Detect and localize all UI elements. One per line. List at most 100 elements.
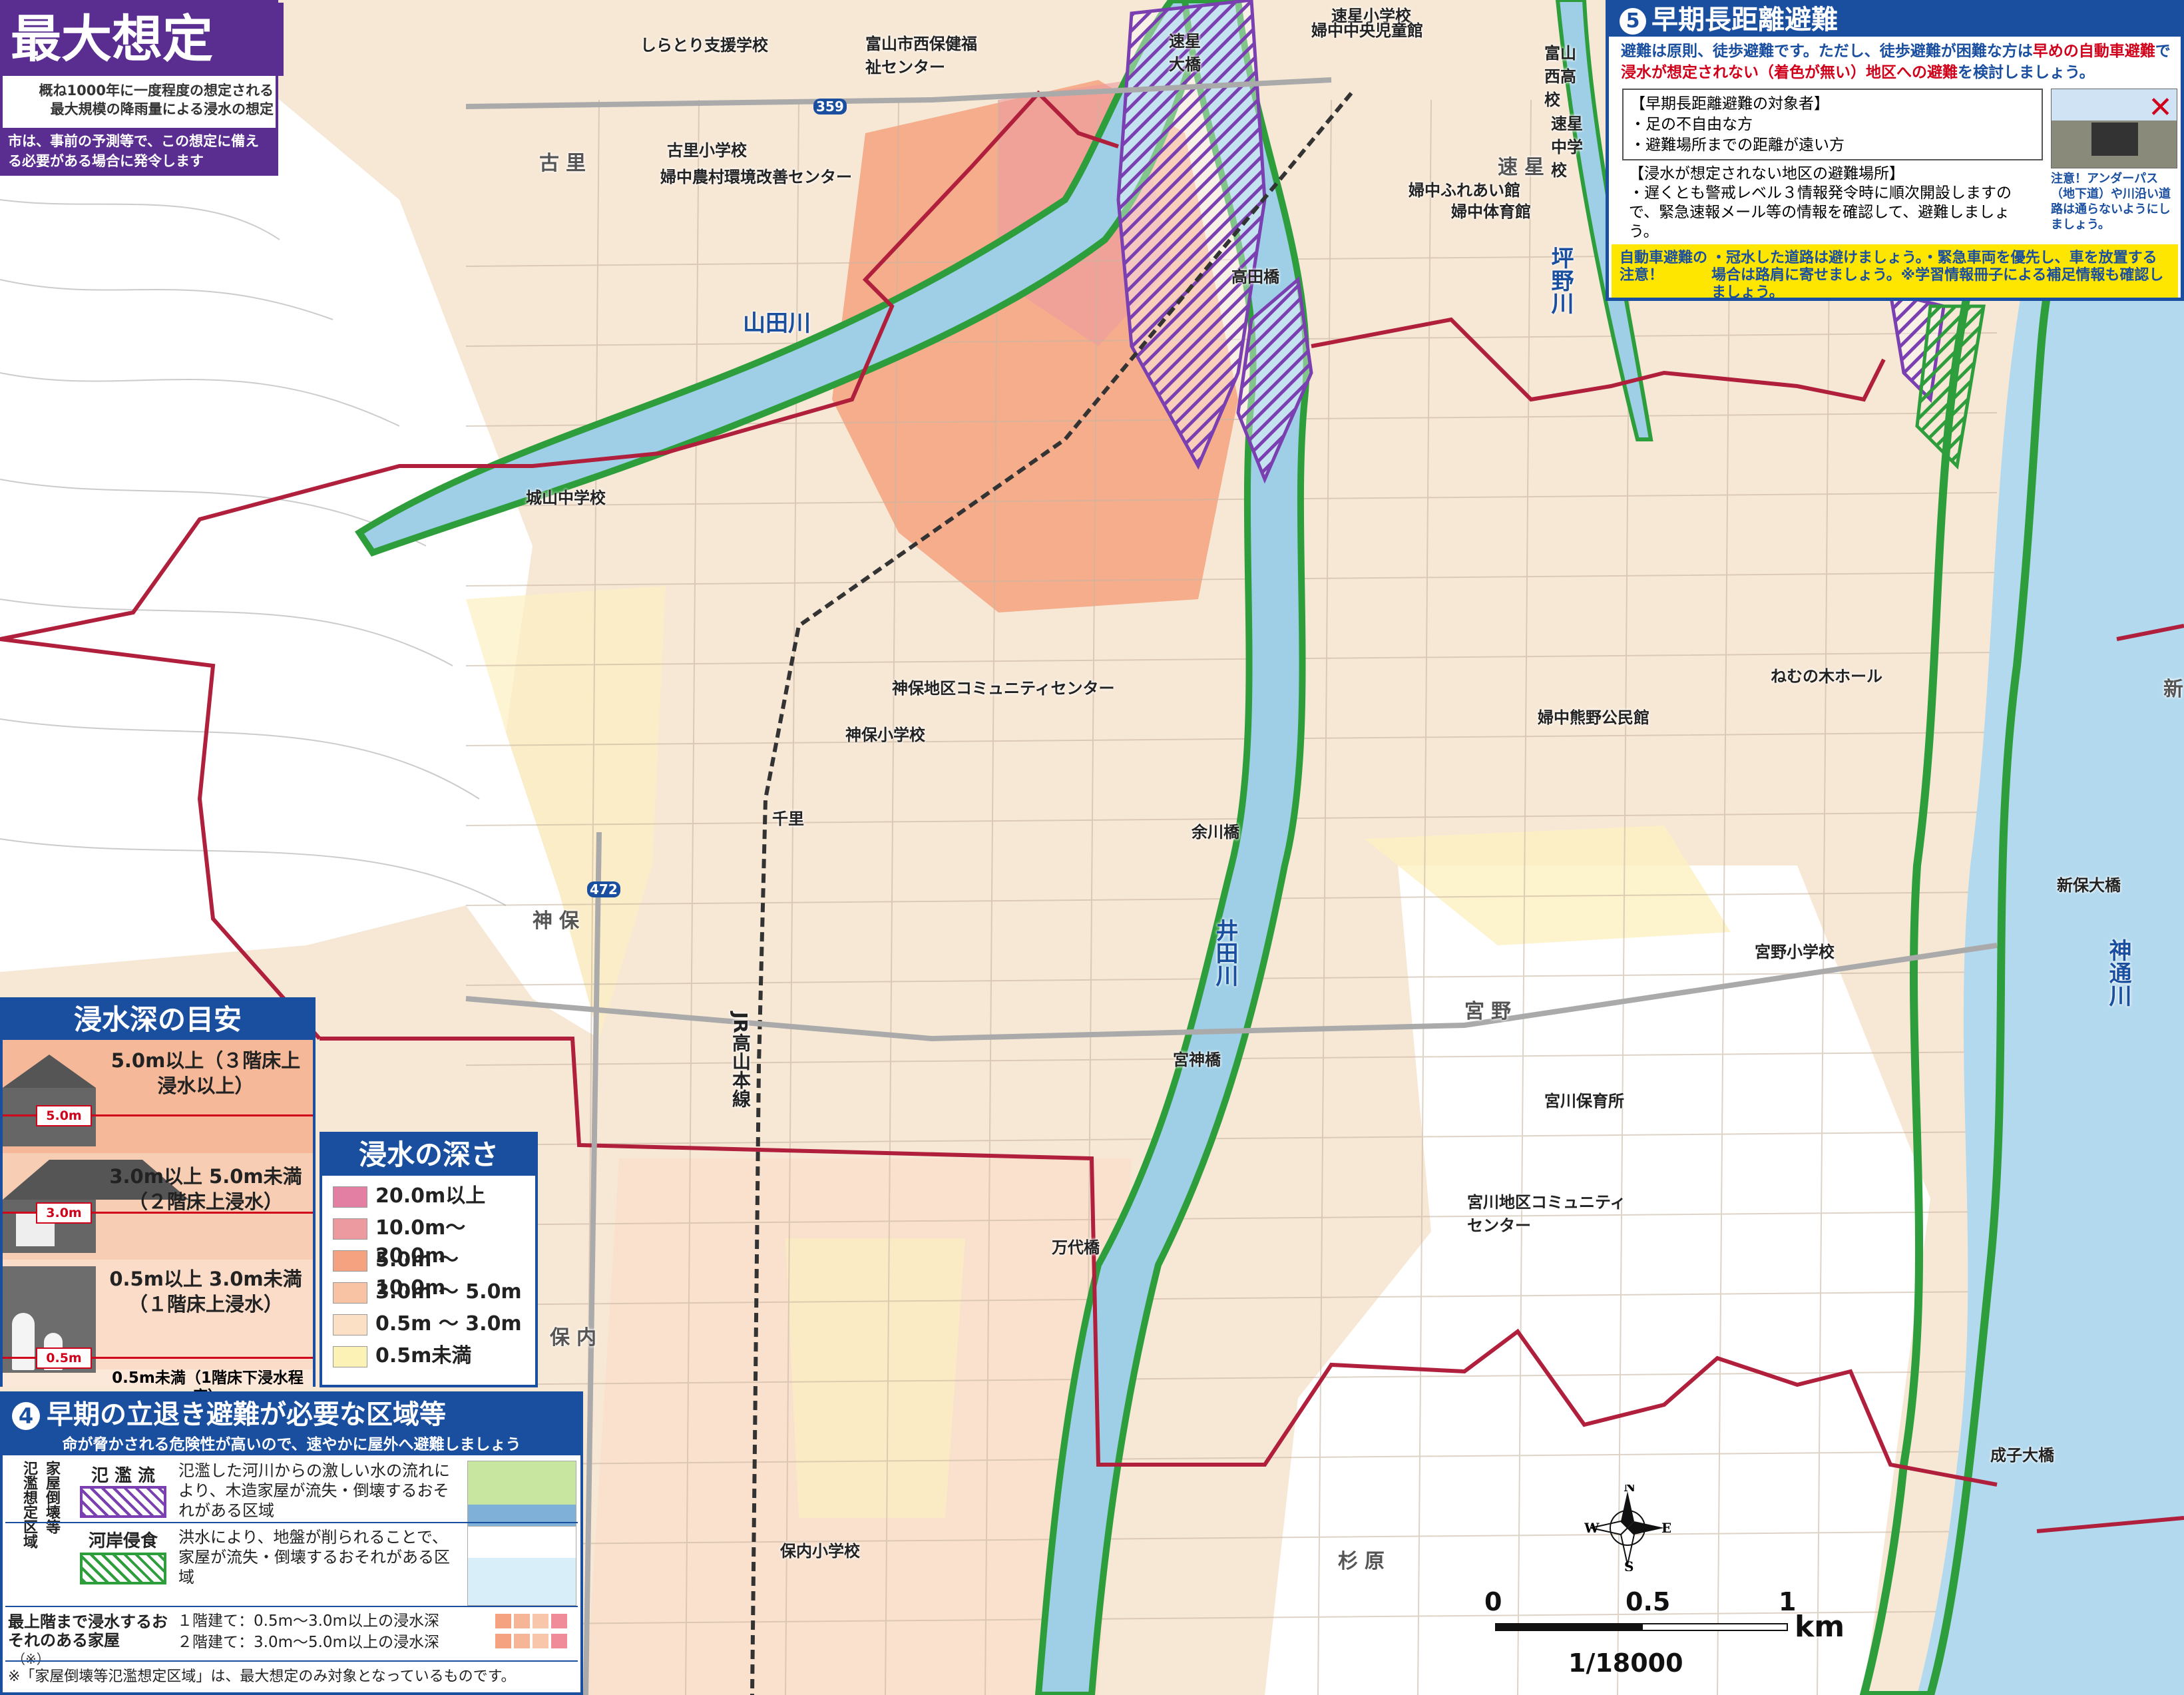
facility-toyama-nishi-high[interactable]: 富山西高校 — [1544, 44, 1576, 109]
facility-kumano-hall[interactable]: 婦中熊野公民館 — [1538, 708, 1649, 727]
legend-row-5m: 5.0m ～ 10.0m — [333, 1246, 533, 1300]
legend-label: 0.5m未満 — [375, 1344, 472, 1367]
legend-swatch — [333, 1282, 367, 1304]
river-label-yamada: 山田川 — [743, 310, 811, 337]
facility-shiroyama-junior-high[interactable]: 城山中学校 — [526, 489, 606, 507]
depth-legend-heading: 浸水の深さ — [322, 1134, 535, 1176]
bridge-yokawa: 余川橋 — [1192, 823, 1239, 842]
facility-shiratori-school[interactable]: しらとり支援学校 — [640, 36, 768, 55]
shallow-zone-south — [785, 1238, 965, 1518]
evacuation-intro: 避難は原則、徒歩避難です。ただし、徒歩避難が困難な方は早めの自動車避難で浸水が想… — [1621, 41, 2173, 83]
floor2-swatch-1 — [495, 1634, 511, 1648]
underpass-photo: ✕ — [2051, 89, 2177, 168]
legend-swatch — [333, 1314, 367, 1335]
underpass-tunnel — [2091, 122, 2138, 156]
badge-5m: 5.0m — [36, 1105, 92, 1126]
route-472: 472 — [587, 881, 620, 897]
facility-funakan-center[interactable]: 婦中農村環境改善センター — [660, 168, 852, 186]
intro-red-1: 早めの自動車避難 — [2032, 43, 2155, 60]
place-title: 【浸水が想定されない地区の避難場所】 — [1629, 165, 1904, 182]
facility-hayahoshi-junior-high[interactable]: 速星中学校 — [1551, 115, 1583, 180]
area-sugihara: 杉原 — [1338, 1550, 1391, 1573]
bridge-naruko: 成子大橋 — [1990, 1446, 2054, 1465]
facility-fuchu-gym[interactable]: 婦中体育館 — [1451, 202, 1531, 221]
flood-flow-swatch — [80, 1486, 166, 1518]
intro-part-a: 避難は原則、徒歩避難です。ただし、徒歩避難が困難な方は — [1621, 43, 2033, 60]
legend-swatch — [333, 1186, 367, 1208]
legend-label: 5.0m ～ 10.0m — [375, 1248, 459, 1300]
intro-part-b: で — [2155, 43, 2171, 60]
river-label-jinzu: 神通川 — [2105, 939, 2131, 1007]
facility-furusato-elementary[interactable]: 古里小学校 — [667, 141, 747, 160]
legend-swatch — [333, 1346, 367, 1367]
top-floor-label: 最上階まで浸水するおそれのある家屋 — [8, 1612, 168, 1650]
place-text: ・遅くとも警戒レベル３情報発令時に順次開設しますので、緊急速報メール等の情報を確… — [1629, 184, 2012, 240]
adult-figure-icon — [12, 1313, 35, 1370]
target-item-2: ・避難場所までの距離が遠い方 — [1630, 136, 1845, 154]
bridge-takada: 高田橋 — [1231, 268, 1279, 286]
legend-row-05m: 0.5m ～ 3.0m — [333, 1310, 533, 1337]
bridge-mandai: 万代橋 — [1052, 1238, 1100, 1257]
erosion-illustration — [467, 1526, 576, 1606]
main-roads — [465, 77, 1998, 1695]
car-evacuation-notice: 自動車避難の注意！ ・冠水した道路は避けましょう。・緊急車両を優先し、車を放置す… — [1612, 244, 2178, 301]
compass-w: W — [1584, 1520, 1600, 1536]
zones-number: 4 — [12, 1402, 40, 1430]
area-hounai: 保内 — [550, 1326, 603, 1349]
facility-jinbo-community-center[interactable]: 神保地区コミュニティセンター — [892, 679, 1115, 698]
facility-nishi-health-center[interactable]: 富山市西保健福祉センター — [865, 35, 977, 77]
facility-jinbo-elementary[interactable]: 神保小学校 — [845, 726, 925, 744]
facility-fuchu-childrens-hall[interactable]: 婦中中央児童館 — [1311, 21, 1423, 40]
scenario-title-panel: 最大想定 概ね1000年に一度程度の想定される 最大規模の降雨量による浸水の想定… — [0, 0, 284, 176]
floor1-text: １階建て：0.5m～3.0m以上の浸水深 — [177, 1612, 439, 1630]
zones-side-label-a: 氾濫想定区域 — [21, 1461, 37, 1549]
house-roof-top-icon — [3, 1055, 96, 1088]
facility-hayahoshi-elementary[interactable]: 速星小学校 — [1331, 7, 1411, 25]
facility-hounai-elementary[interactable]: 保内小学校 — [780, 1542, 860, 1561]
facility-miyano-elementary[interactable]: 宮野小学校 — [1755, 943, 1835, 961]
district-boundary-east — [2036, 624, 2184, 1533]
route-359: 359 — [813, 99, 847, 115]
legend-row-3m: 3.0m ～ 5.0m — [333, 1278, 533, 1305]
compass-rose: N S W E — [1584, 1485, 1671, 1571]
target-item-1: ・足の不自由な方 — [1630, 116, 1753, 133]
legend-label: 0.5m ～ 3.0m — [375, 1312, 522, 1335]
evacuation-target-box: 【早期長距離避難の対象者】 ・足の不自由な方 ・避難場所までの距離が遠い方 — [1622, 89, 2043, 160]
floor2-text: ２階建て：3.0m～5.0m以上の浸水深 — [177, 1634, 439, 1651]
scale-bar: 0 0.5 1 km 1/18000 — [1482, 1584, 1845, 1684]
floor1-swatch-4 — [551, 1614, 567, 1628]
flood-flow-zone-takada — [1236, 276, 1313, 484]
area-miyano: 宮野 — [1464, 1000, 1518, 1023]
zones-divider-2 — [5, 1606, 578, 1607]
erosion-desc: 洪水により、地盤が削られることで、家屋が流失・倒壊するおそれがある区域 — [178, 1528, 450, 1586]
guide-text-3m: 3.0m以上 5.0m未満（２階床上浸水） — [109, 1165, 302, 1213]
hill-area-no-flood — [0, 100, 599, 1039]
facility-nemunoki-hall[interactable]: ねむの木ホール — [1771, 667, 1882, 686]
line-05m — [3, 1357, 313, 1359]
scale-ratio: 1/18000 — [1568, 1648, 1683, 1678]
compass-north-arrow — [1621, 1491, 1634, 1528]
facility-miyakawa-nursery[interactable]: 宮川保育所 — [1544, 1092, 1624, 1110]
legend-label: 10.0m～ 20.0m — [375, 1216, 466, 1268]
legend-swatch — [333, 1218, 367, 1240]
no-flood-area-southeast — [1265, 865, 1930, 1695]
river-label-ida: 井田川 — [1211, 919, 1238, 987]
scale-one: 1 — [1779, 1587, 1797, 1616]
scenario-note: 市は、事前の予測等で、この想定に備える必要がある場合に発令します — [3, 128, 276, 174]
erosion-swatch — [80, 1553, 166, 1584]
scale-bar-white — [1641, 1623, 1788, 1631]
flood-flow-zone-north — [1116, 0, 1267, 470]
station-senri[interactable]: 千里 — [772, 810, 804, 828]
facility-fureai-hall[interactable]: 婦中ふれあい館 — [1409, 181, 1520, 200]
tsubono-river — [1555, 0, 1653, 441]
car-evacuation-text: ・冠水した道路は避けましょう。・緊急車両を優先し、車を放置する場合は路肩に寄せま… — [1711, 250, 2164, 301]
floor2-swatch-2 — [514, 1634, 530, 1648]
area-shin: 新 — [2163, 678, 2184, 701]
depth-guide-heading: 浸水深の目安 — [3, 1000, 313, 1040]
zones-divider-3 — [5, 1660, 578, 1662]
floor1-swatch-2 — [514, 1614, 530, 1628]
facility-miyakawa-community-center[interactable]: 宮川地区コミュニティセンター — [1467, 1193, 1626, 1235]
house-roof-mid-icon — [3, 1160, 189, 1200]
